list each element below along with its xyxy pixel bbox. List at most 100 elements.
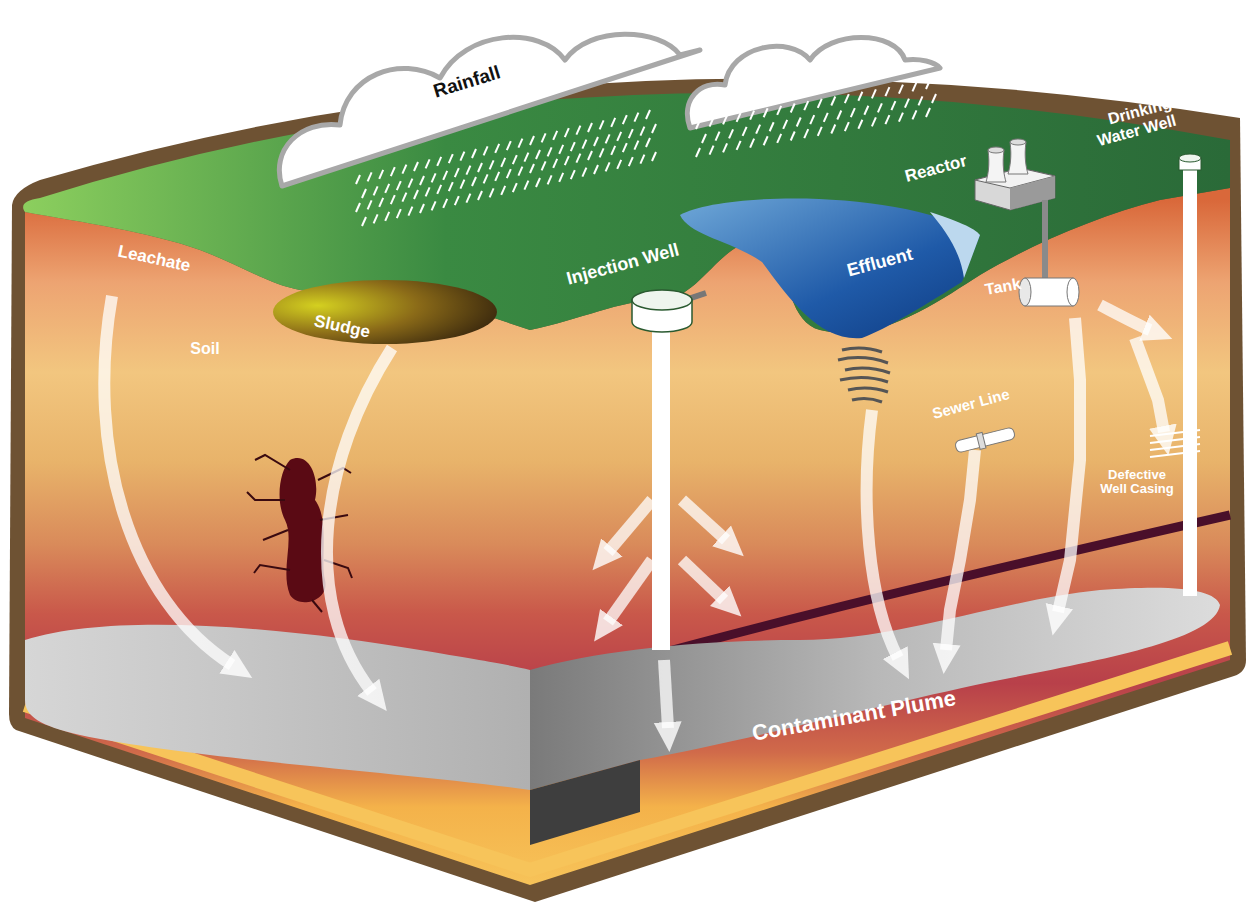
rain-streak: [710, 118, 714, 127]
rain-streak: [716, 132, 720, 141]
rain-streak: [891, 101, 895, 110]
rain-streak: [536, 150, 540, 159]
rain-streak: [553, 131, 557, 140]
rain-streak: [737, 113, 741, 122]
sewer-line: [954, 425, 1016, 455]
rain-streak: [824, 113, 828, 122]
rain-streak: [858, 92, 862, 101]
rain-streak: [490, 160, 494, 169]
rain-streak: [818, 99, 822, 108]
rain-streak: [518, 167, 522, 176]
rain-streak: [743, 127, 747, 136]
rain-streak: [702, 134, 706, 143]
rain-streak: [484, 146, 488, 155]
rain-streak: [617, 160, 621, 169]
rain-streaks: [356, 80, 936, 226]
rain-streak: [912, 110, 916, 119]
rain-streak: [536, 178, 540, 187]
rain-streak: [571, 142, 575, 151]
rain-streak: [397, 209, 401, 218]
rain-streak: [851, 108, 855, 117]
rain-streak: [553, 159, 557, 168]
rain-streak: [472, 149, 476, 158]
rain-streak: [623, 143, 627, 152]
rain-streak: [513, 155, 517, 164]
rain-streak: [356, 175, 360, 184]
rain-streak: [634, 141, 638, 150]
rain-streak: [356, 203, 360, 212]
rain-streak: [472, 177, 476, 186]
rain-streak: [623, 115, 627, 124]
rain-streak: [455, 196, 459, 205]
rain-streak: [530, 164, 534, 173]
block-shell: [9, 78, 1246, 902]
rain-streak: [777, 134, 781, 143]
rain-streak: [495, 144, 499, 153]
rain-streak: [397, 181, 401, 190]
rain-streak: [588, 123, 592, 132]
rain-streak: [652, 124, 656, 133]
rain-streak: [460, 180, 464, 189]
rain-streak: [542, 133, 546, 142]
rain-streak: [374, 214, 378, 223]
rain-streak: [723, 115, 727, 124]
rain-streak: [791, 132, 795, 141]
rain-streak: [899, 113, 903, 122]
rain-streak: [858, 120, 862, 129]
diagram-label: Soil: [180, 340, 230, 358]
rain-streak: [831, 124, 835, 133]
rain-streak: [501, 158, 505, 167]
rain-streak: [420, 204, 424, 213]
rain-streak: [414, 162, 418, 171]
rain-streak: [783, 120, 787, 129]
rain-streak: [559, 145, 563, 154]
rain-streak: [420, 176, 424, 185]
rain-streak: [606, 134, 610, 143]
rain-streak: [905, 99, 909, 108]
rain-streak: [885, 87, 889, 96]
rain-streak: [408, 179, 412, 188]
rain-streak: [455, 168, 459, 177]
rain-streak: [362, 217, 366, 226]
rain-streak: [696, 120, 700, 129]
rain-streak: [542, 161, 546, 170]
rain-streak: [565, 128, 569, 137]
rain-streak: [507, 169, 511, 178]
rain-streak: [466, 194, 470, 203]
rain-streak: [402, 193, 406, 202]
rain-streak: [872, 89, 876, 98]
rain-streak: [548, 147, 552, 156]
rain-streak: [432, 173, 436, 182]
diagram-label: Defective Well Casing: [1100, 468, 1174, 497]
rain-streak: [629, 157, 633, 166]
rain-streak: [443, 171, 447, 180]
rain-streak: [559, 173, 563, 182]
rain-streak: [391, 195, 395, 204]
rain-streak: [611, 118, 615, 127]
rain-streak: [449, 154, 453, 163]
rain-streak: [460, 152, 464, 161]
rain-streak: [837, 110, 841, 119]
sludge-pit: [273, 280, 497, 344]
rain-streak: [696, 148, 700, 157]
rain-streak: [501, 186, 505, 195]
rain-streak: [484, 174, 488, 183]
rain-streak: [918, 96, 922, 105]
rain-streak: [449, 182, 453, 191]
rain-streak: [611, 146, 615, 155]
rain-streak: [634, 113, 638, 122]
rain-streak: [864, 106, 868, 115]
rain-streak: [385, 212, 389, 221]
cloud-right: [687, 38, 940, 129]
rain-streak: [432, 201, 436, 210]
rain-streak: [770, 122, 774, 131]
rain-streak: [490, 188, 494, 197]
pond: [680, 198, 980, 338]
rain-streak: [804, 129, 808, 138]
rain-streak: [524, 181, 528, 190]
rain-streak: [818, 127, 822, 136]
rain-streak: [571, 170, 575, 179]
rain-streak: [582, 168, 586, 177]
